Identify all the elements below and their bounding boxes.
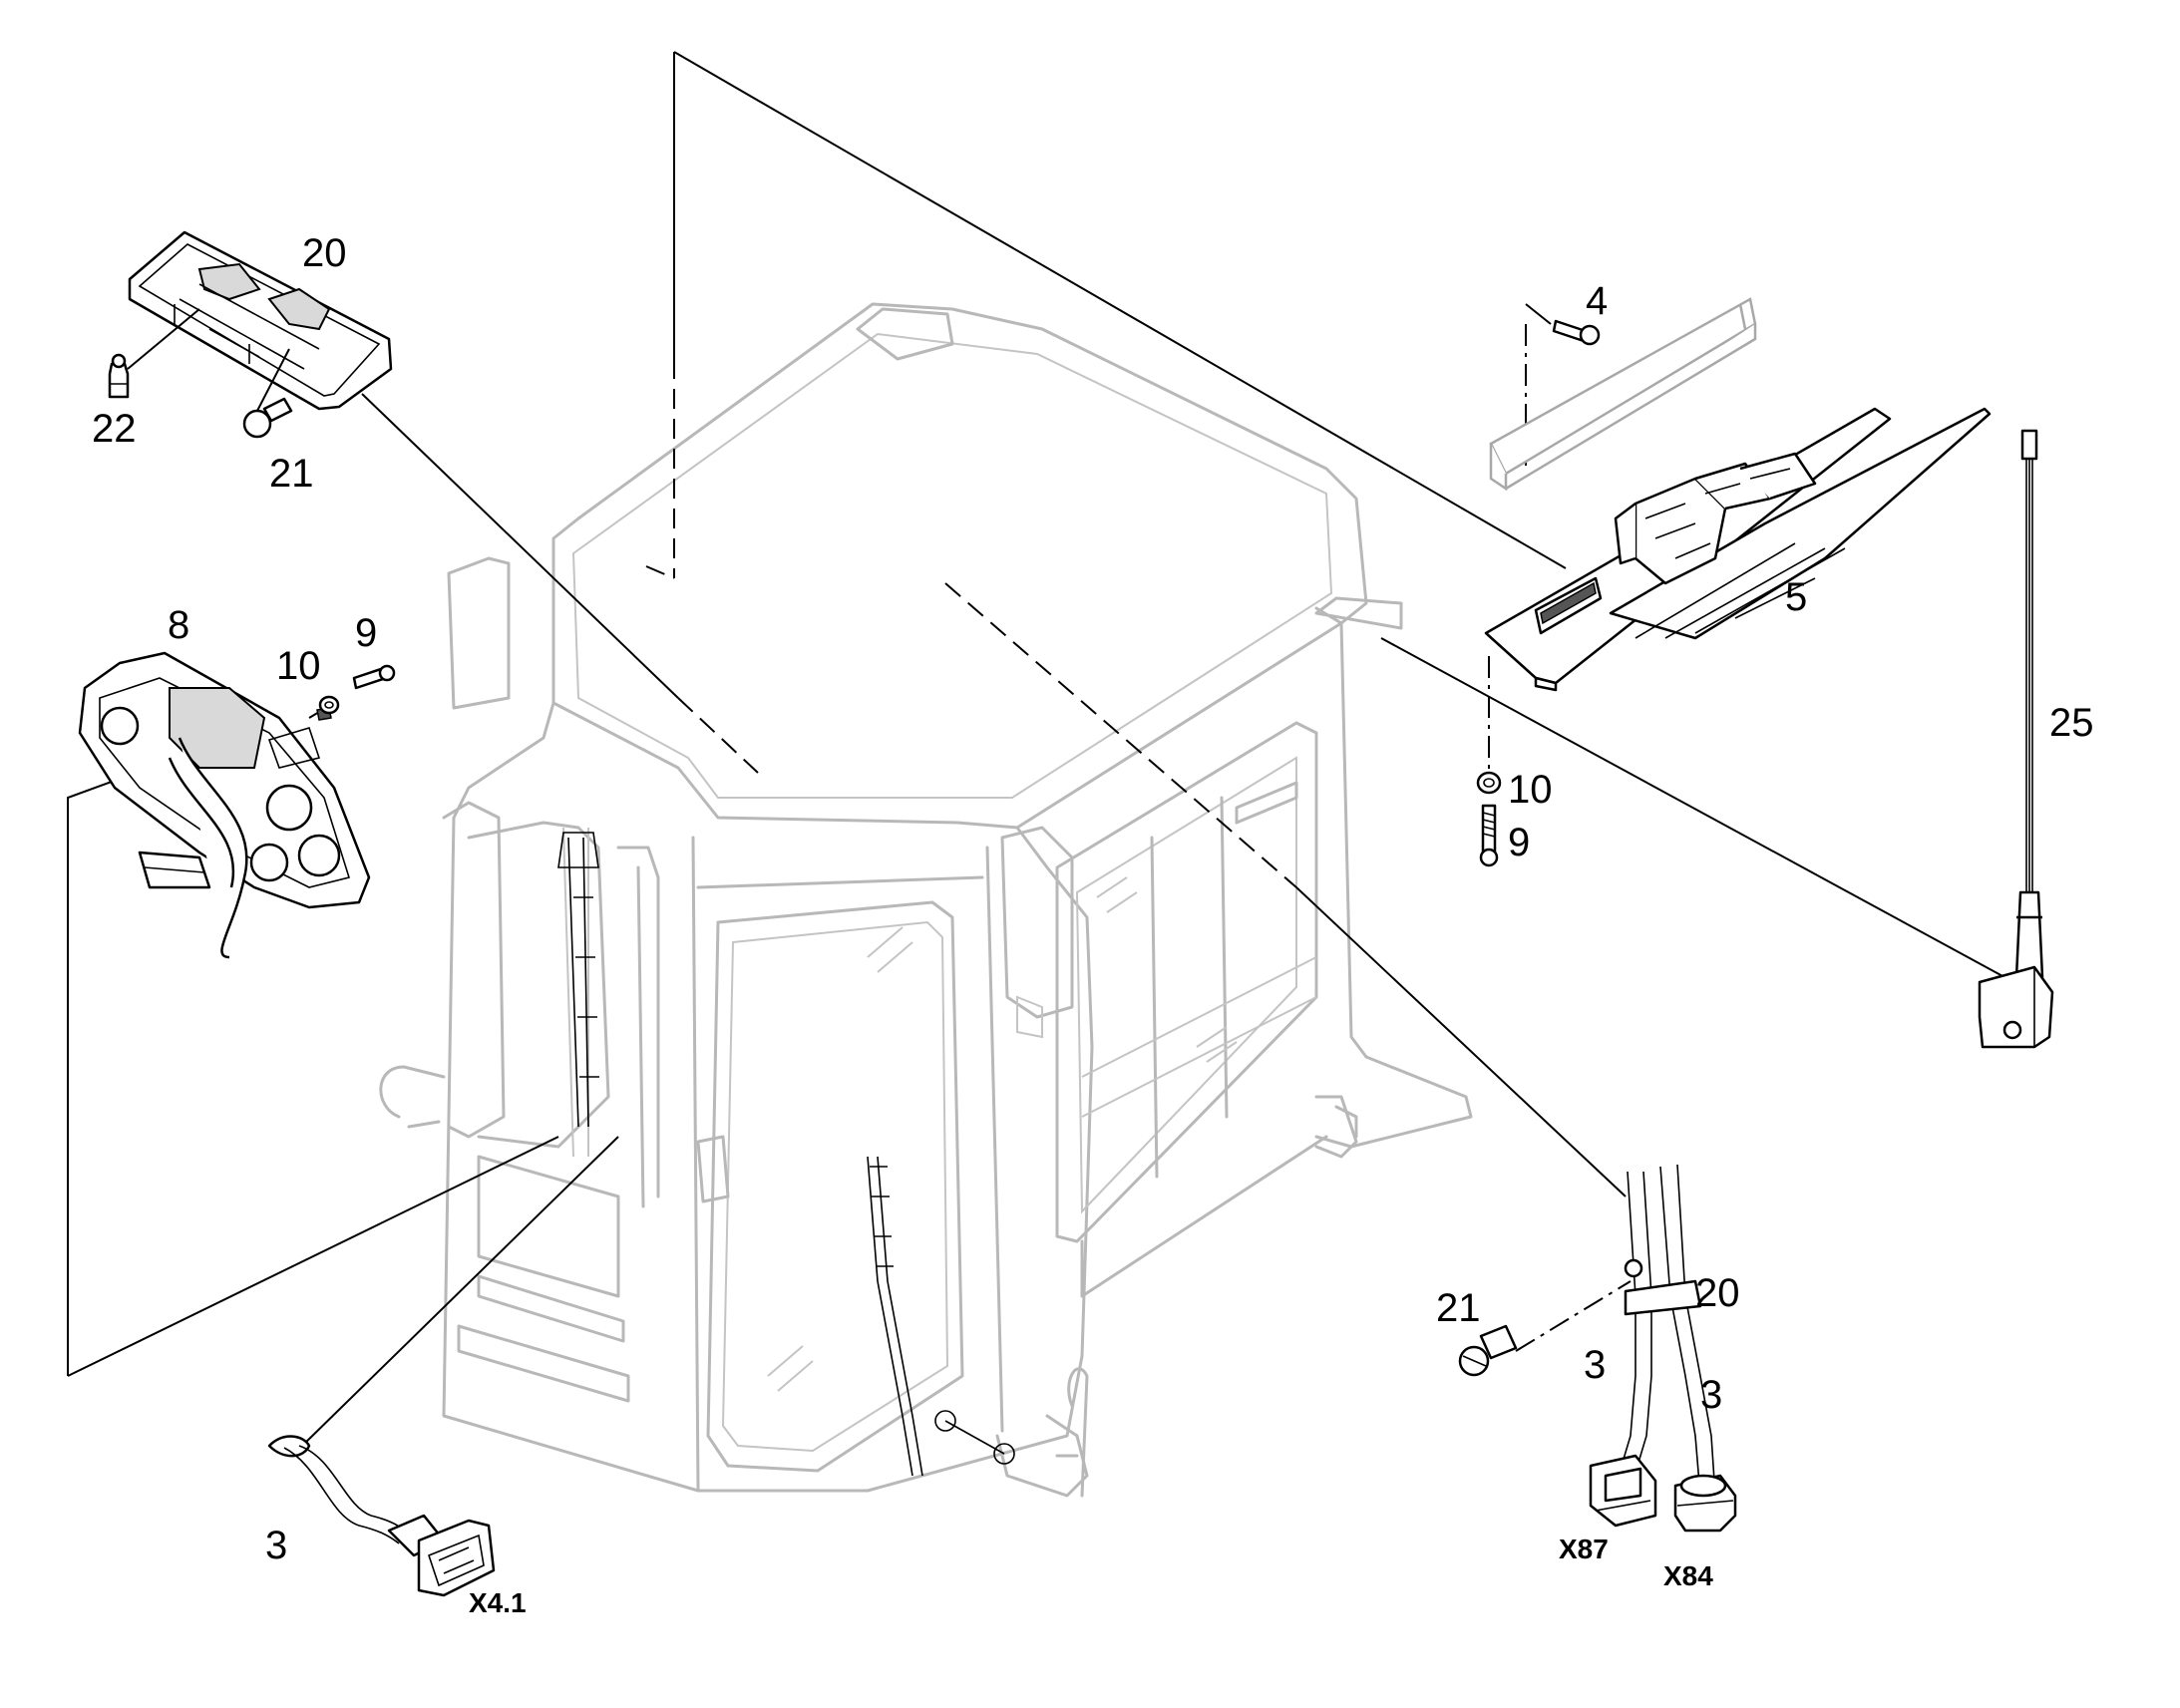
leader-21-top (256, 348, 290, 412)
callout-9-right: 9 (1508, 821, 1530, 864)
interior-lamp-20 (128, 230, 393, 411)
relay-board-5 (1484, 407, 1992, 692)
callout-4: 4 (1586, 279, 1608, 323)
antenna-25 (1978, 429, 2054, 1049)
callout-3-left: 3 (265, 1524, 287, 1567)
callout-22: 22 (92, 407, 137, 451)
harness-x41 (267, 1435, 496, 1597)
callout-25: 25 (2049, 701, 2094, 745)
callout-9-left: 9 (355, 611, 377, 655)
connector-label-x41: X4.1 (469, 1587, 527, 1618)
dashboard-8 (78, 651, 371, 959)
callout-8: 8 (168, 603, 189, 647)
cab-body (379, 302, 1473, 1498)
screw-4 (1552, 319, 1601, 346)
callout-10-left: 10 (276, 644, 321, 688)
front-wiper (867, 1156, 1015, 1477)
mounting-rail (1489, 297, 1757, 492)
callout-20-bottom: 20 (1695, 1271, 1740, 1315)
leader-lines (67, 51, 2005, 1447)
callout-21-top: 21 (269, 452, 314, 496)
connector-label-x84: X84 (1663, 1560, 1713, 1591)
callout-20-top: 20 (302, 231, 347, 275)
connector-label-x87: X87 (1559, 1534, 1609, 1564)
callout-3-mid: 3 (1584, 1343, 1606, 1387)
callouts: 20 22 21 4 5 8 9 10 10 9 25 21 20 3 3 3 (92, 231, 2094, 1567)
washer-10-left (318, 695, 340, 715)
bulb-21-top (242, 397, 293, 439)
bulb-22 (108, 353, 130, 399)
callout-3-right: 3 (1700, 1373, 1722, 1417)
callout-10-right: 10 (1508, 768, 1553, 812)
leader-22 (127, 308, 200, 370)
connector-labels: X4.1 X87 X84 (469, 1534, 1713, 1618)
callout-5: 5 (1785, 575, 1807, 619)
callout-21-bottom: 21 (1436, 1286, 1481, 1330)
screw-9-left (352, 664, 396, 690)
washer-10-right (1476, 771, 1502, 795)
screw-21-bottom (1458, 1324, 1518, 1377)
screw-9-right (1479, 804, 1499, 867)
harness-x87-x84 (1589, 1164, 1737, 1533)
side-wiper (557, 832, 599, 1128)
